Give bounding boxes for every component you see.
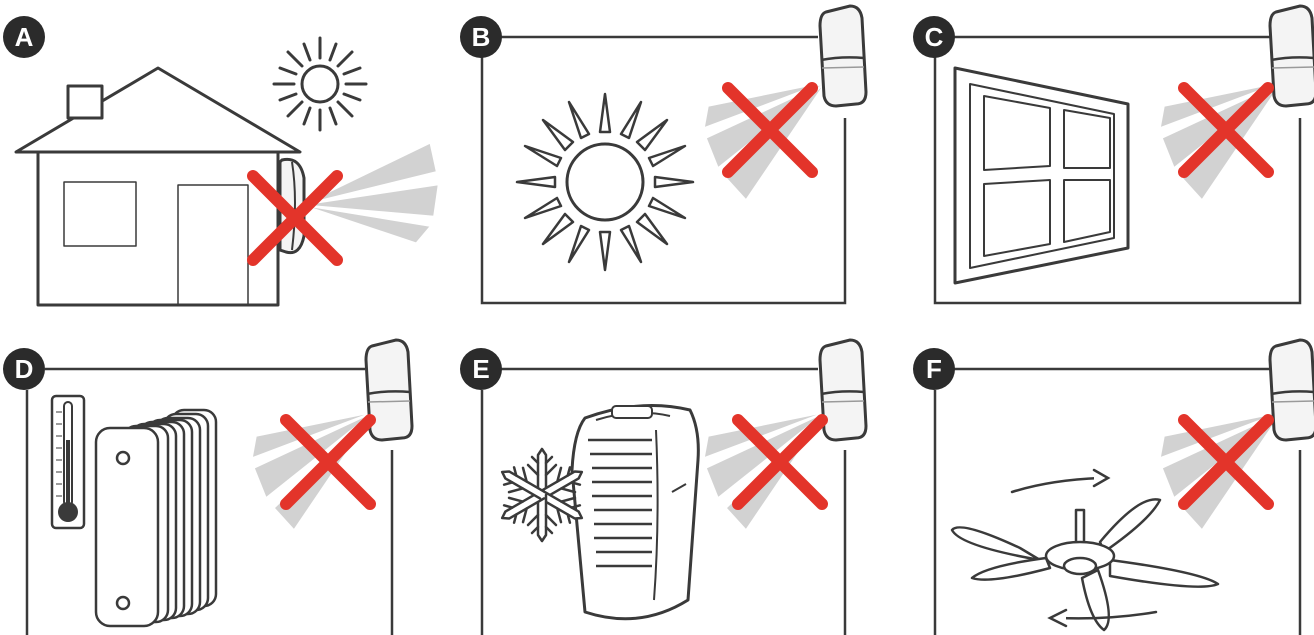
sun-icon (517, 94, 693, 270)
panel-b-badge: B (460, 16, 502, 58)
panel-e: E (460, 340, 866, 635)
panel-a-badge: A (3, 16, 45, 58)
motion-sensor-icon (1270, 340, 1314, 440)
panel-e-label: E (472, 354, 489, 384)
panel-f-badge: F (913, 348, 955, 390)
motion-sensor-icon (820, 340, 866, 440)
panel-a: A (3, 16, 467, 305)
panel-d: D (3, 340, 412, 635)
panel-c-badge: C (913, 16, 955, 58)
panel-d-badge: D (3, 348, 45, 390)
panel-f-label: F (926, 354, 942, 384)
panel-b: B (460, 6, 866, 303)
panel-c: C (913, 6, 1314, 303)
motion-sensor-icon (820, 6, 866, 106)
panel-b-label: B (472, 22, 491, 52)
radiator-icon (96, 410, 216, 626)
panel-a-label: A (15, 22, 34, 52)
panel-b-frame (482, 37, 845, 303)
air-conditioner-icon (572, 406, 698, 619)
panel-e-badge: E (460, 348, 502, 390)
panel-f: F (913, 340, 1314, 635)
motion-sensor-icon (1270, 6, 1314, 106)
window-icon (955, 68, 1128, 283)
ceiling-fan-icon (952, 499, 1218, 630)
thermometer-icon (52, 396, 84, 528)
panel-d-label: D (15, 354, 34, 384)
sun-icon (274, 38, 366, 130)
panel-c-label: C (925, 22, 944, 52)
panel-f-frame (935, 369, 1300, 635)
